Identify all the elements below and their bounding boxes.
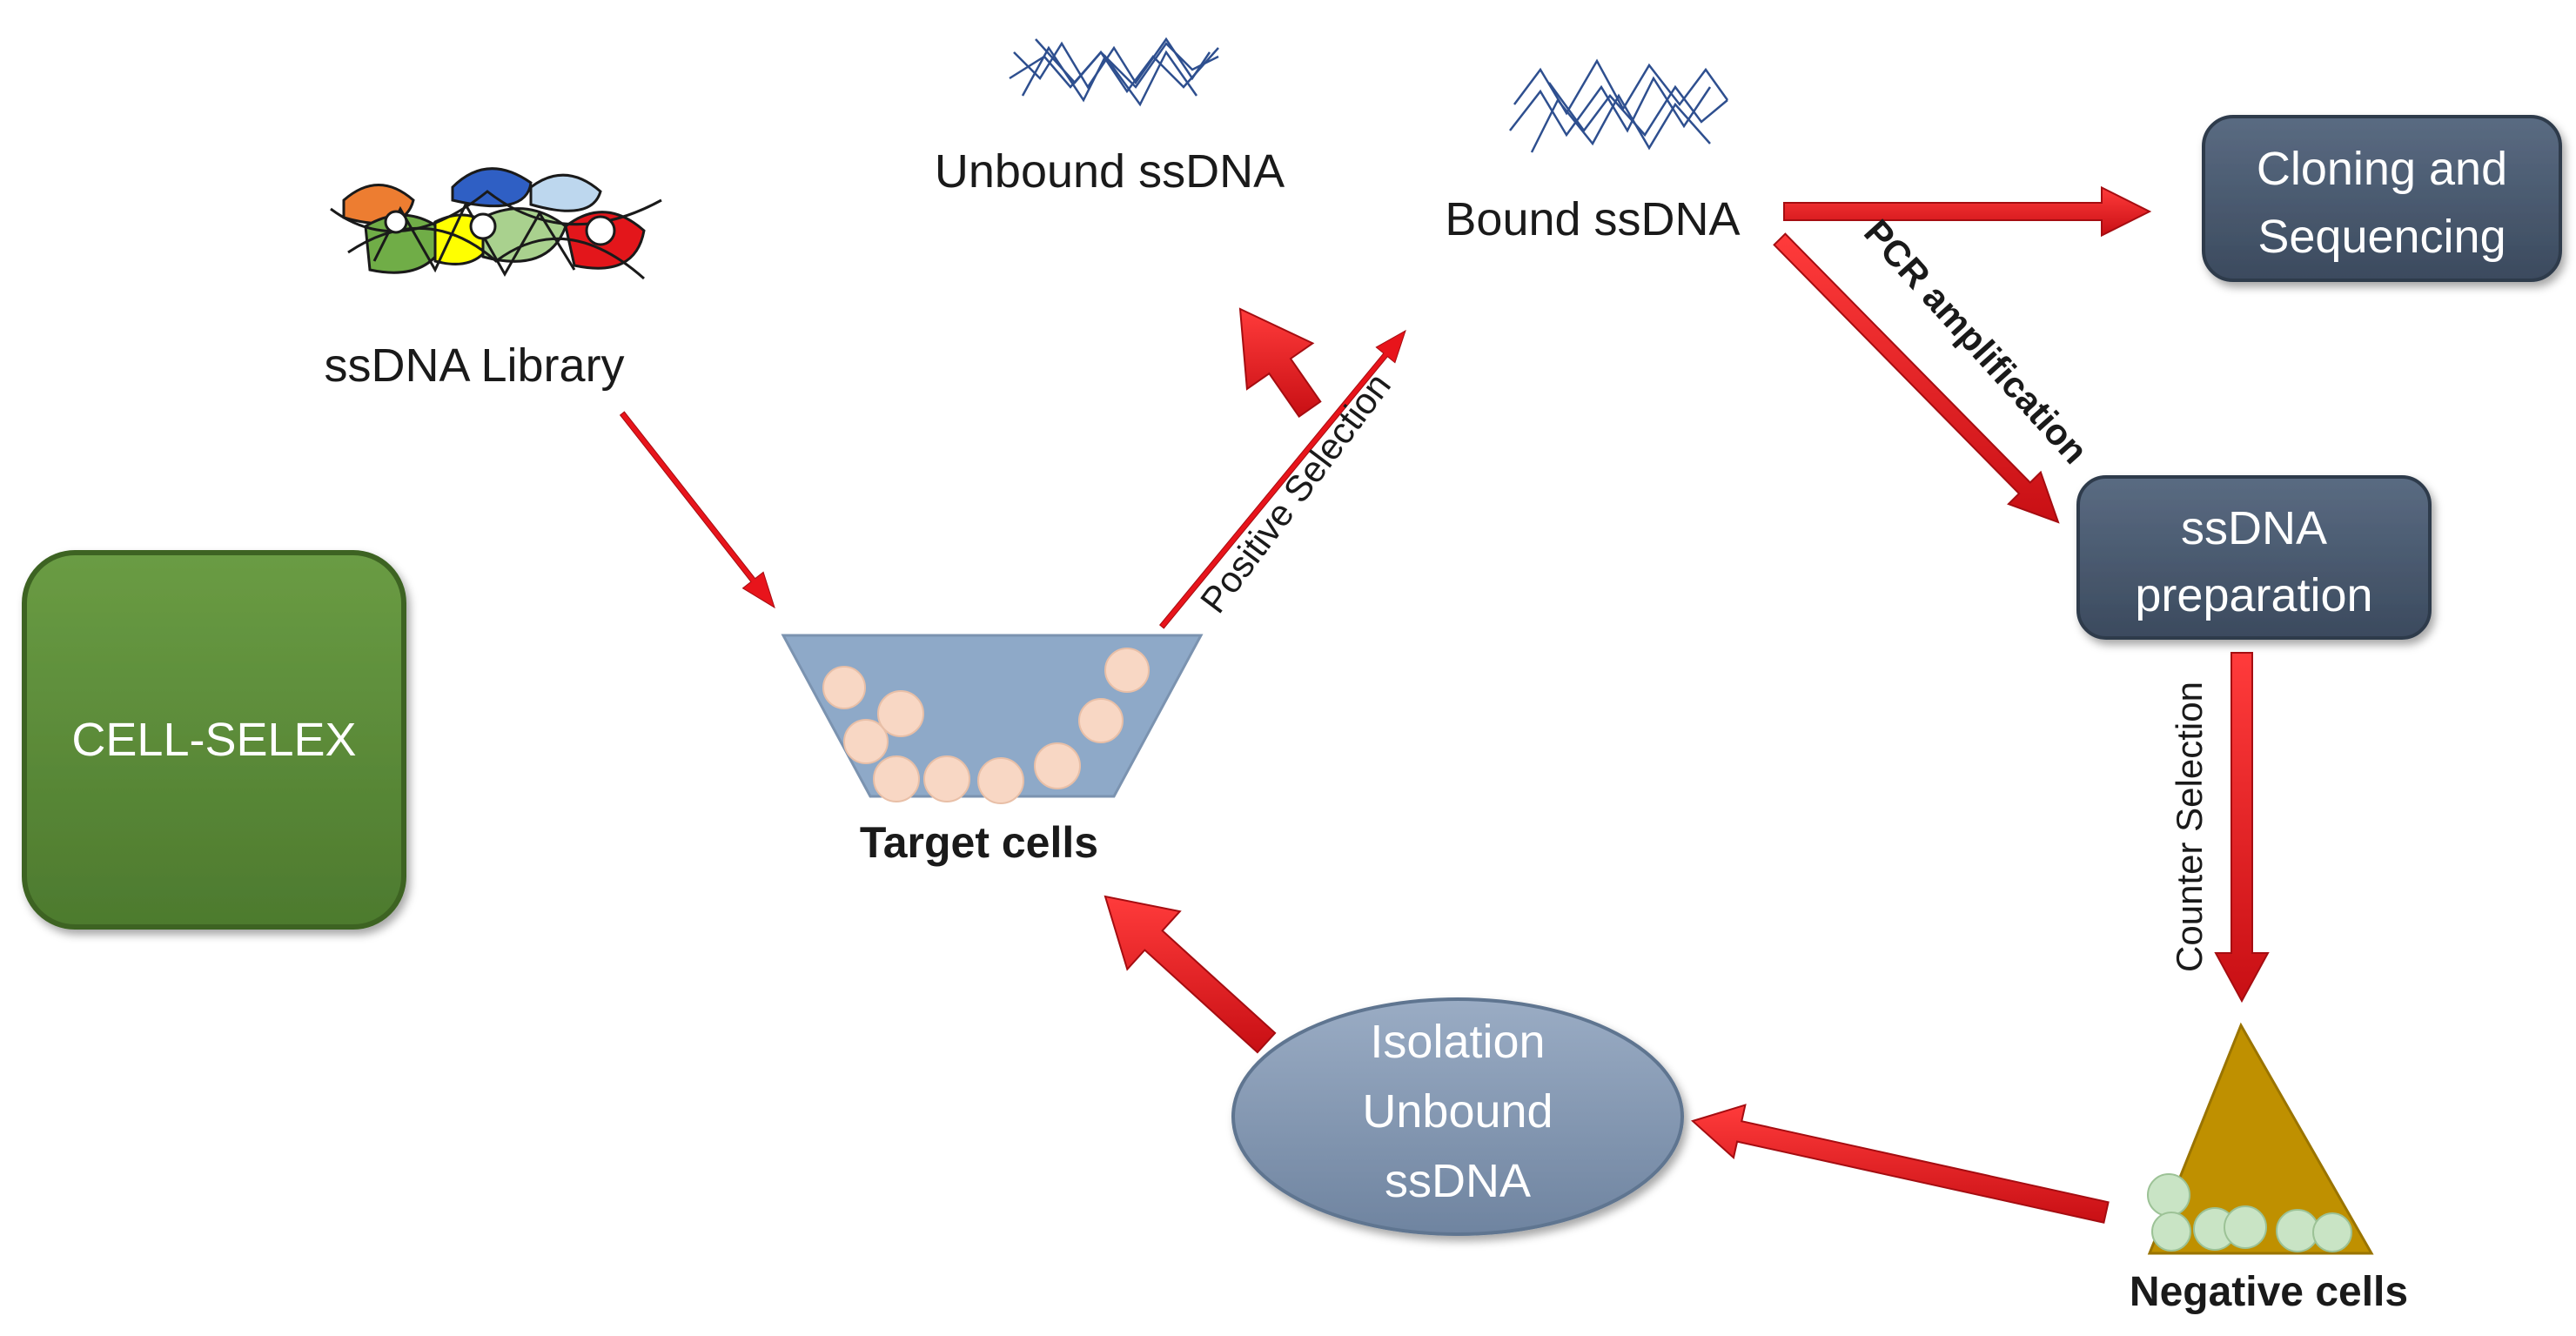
bound-label: Bound ssDNA — [1445, 193, 1740, 245]
unbound-ssdna-icon — [1009, 37, 1219, 107]
title-text: CELL-SELEX — [71, 714, 356, 766]
arrow-prep-to-negative — [2214, 652, 2270, 1004]
unbound-label: Unbound ssDNA — [935, 145, 1285, 198]
target-label: Target cells — [860, 818, 1098, 867]
target-cell-dots — [822, 648, 1150, 804]
arrow-negative-to-isolation — [1691, 1104, 2110, 1224]
cloning-sequencing-box: Cloning and Sequencing — [2202, 115, 2562, 282]
ssdna-preparation-box: ssDNA preparation — [2076, 475, 2432, 640]
arrow-bound-to-prep — [1773, 232, 2060, 524]
ssdna-library-icon — [330, 167, 662, 280]
negative-label: Negative cells — [2130, 1269, 2408, 1315]
isolation-ellipse: Isolation Unbound ssDNA — [1231, 997, 1684, 1236]
arrow-bound-to-cloning — [1783, 185, 2152, 238]
cloning-line2: Sequencing — [2257, 211, 2506, 263]
bound-ssdna-icon — [1509, 58, 1729, 153]
negative-cell-dots — [2147, 1173, 2352, 1252]
isolation-line2: Unbound — [1362, 1085, 1553, 1138]
prep-line1: ssDNA — [2181, 502, 2327, 554]
prep-line2: preparation — [2135, 569, 2372, 621]
arrow-target-to-unbound — [1238, 307, 1322, 418]
arrow-isolation-to-target — [1104, 895, 1277, 1054]
isolation-line3: ssDNA — [1385, 1155, 1531, 1207]
library-label: ssDNA Library — [324, 339, 624, 392]
arrow-target-to-bound — [1158, 329, 1406, 629]
arrows — [619, 185, 2270, 1224]
isolation-line1: Isolation — [1370, 1016, 1545, 1068]
negative-cells-container — [2147, 1022, 2374, 1255]
cloning-line1: Cloning and — [2257, 143, 2507, 195]
counter-selection-label: Counter Selection — [2169, 681, 2210, 972]
arrow-library-to-target — [619, 411, 775, 609]
cell-selex-title-box: CELL-SELEX — [22, 550, 406, 930]
target-cells-container — [781, 634, 1204, 804]
